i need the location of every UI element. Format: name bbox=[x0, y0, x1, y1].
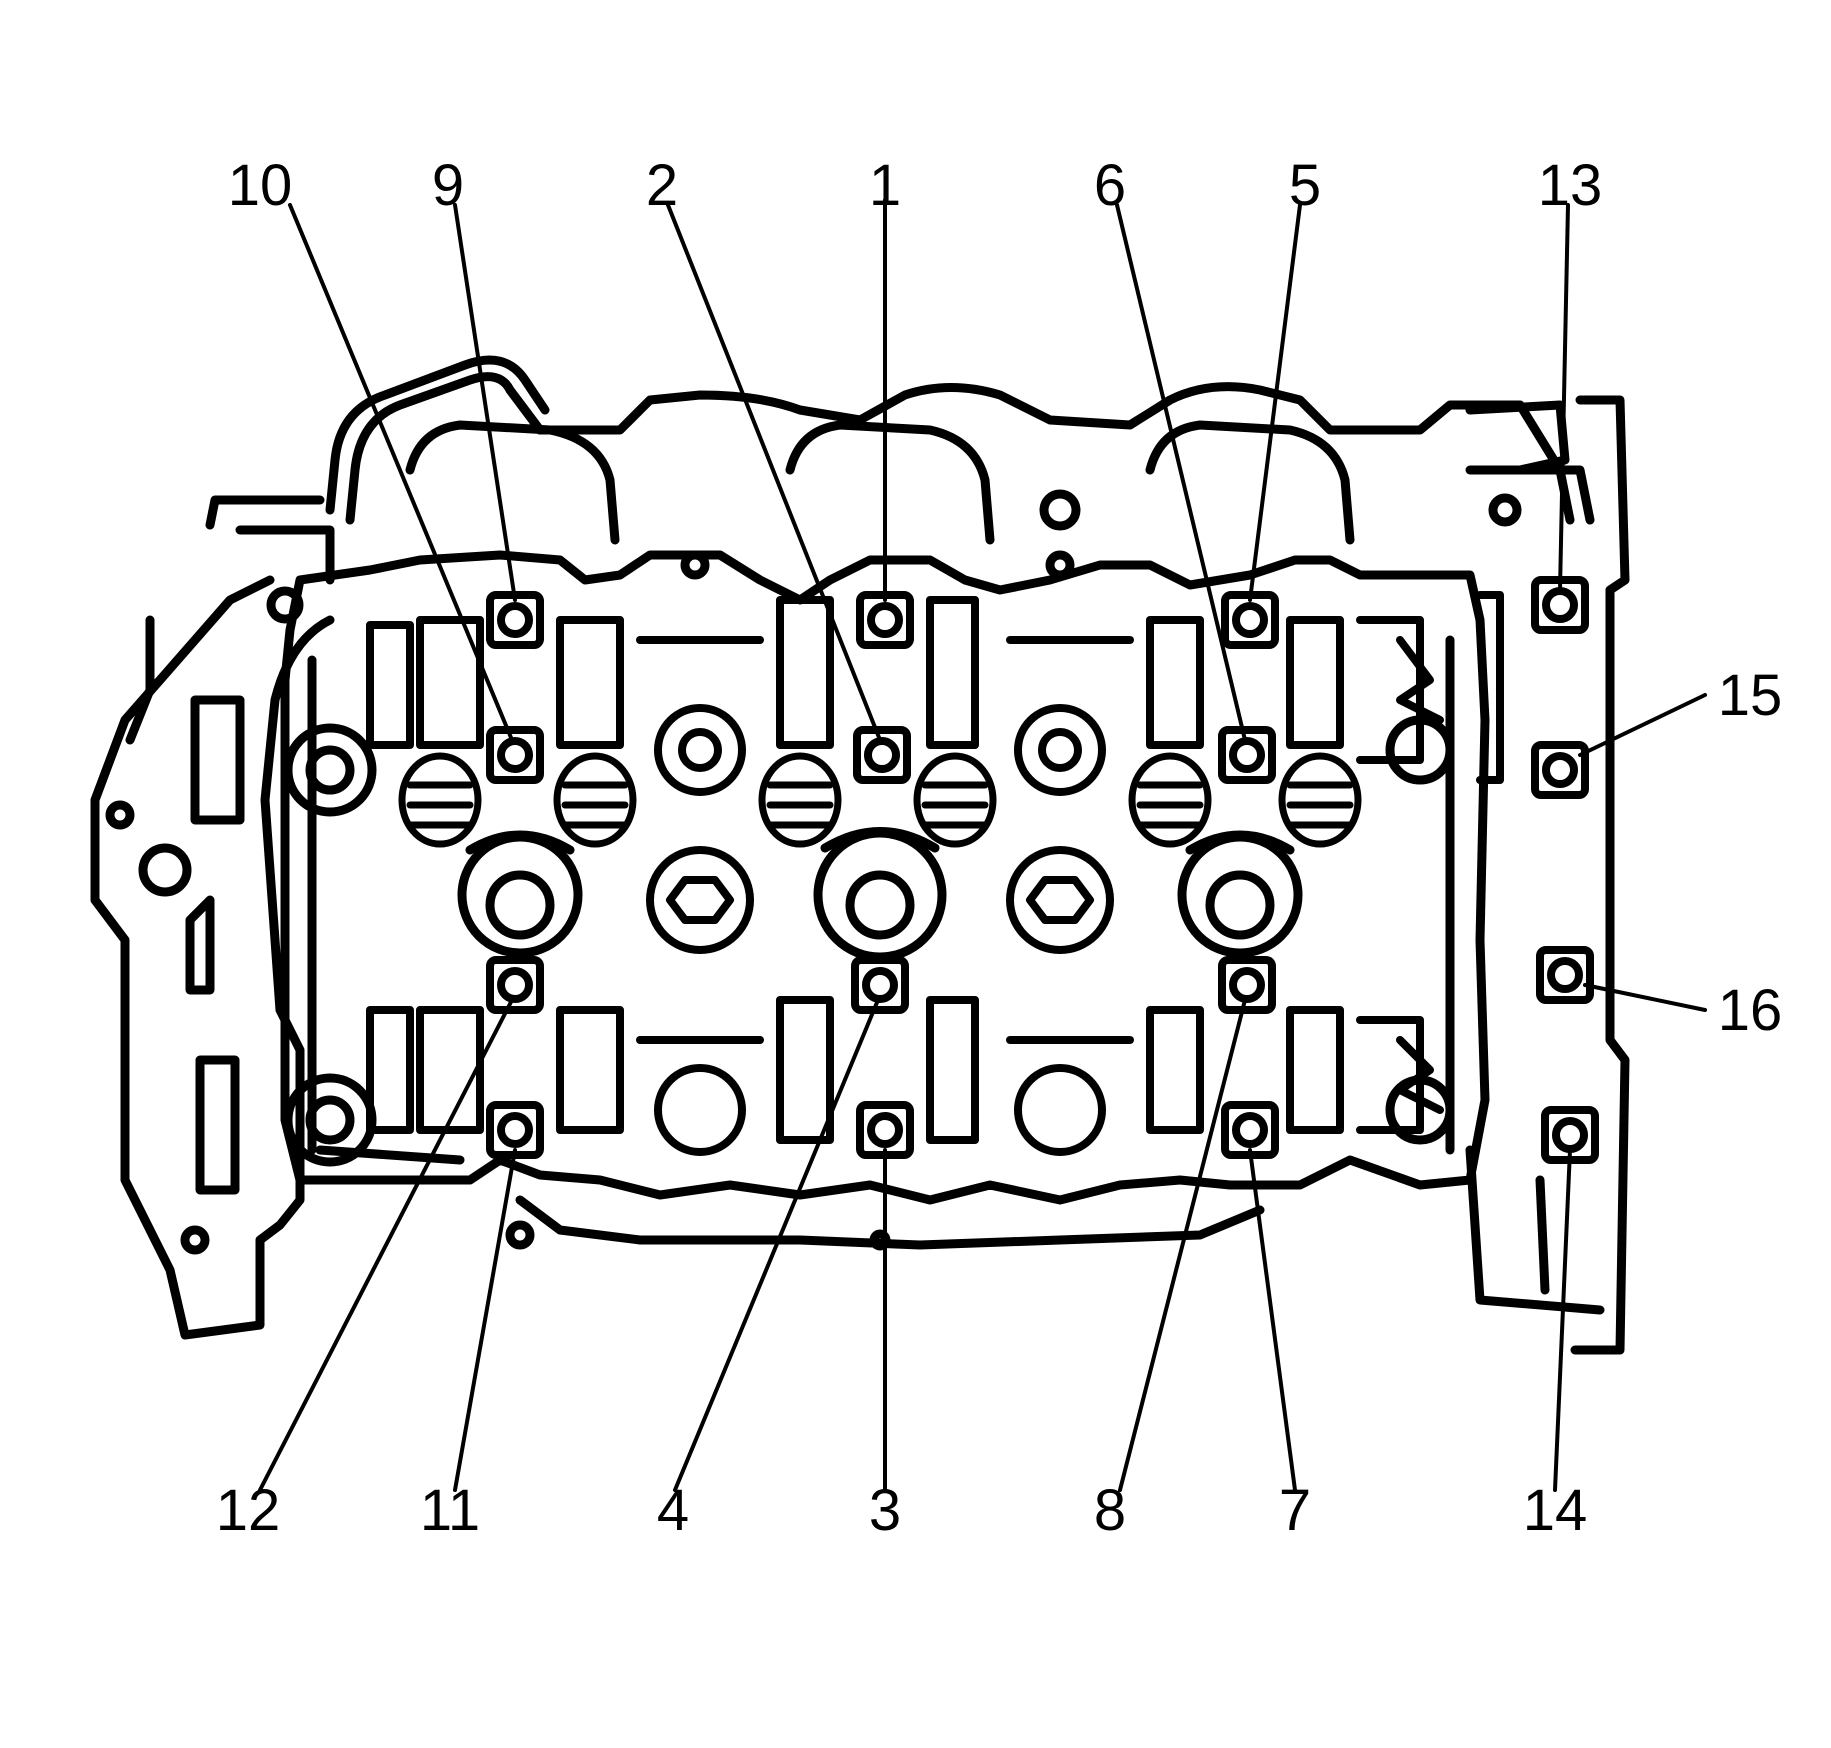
leader-10 bbox=[288, 203, 514, 742]
bolt-8 bbox=[1218, 956, 1276, 1014]
callout-9: 9 bbox=[432, 153, 464, 218]
callout-16: 16 bbox=[1718, 978, 1783, 1043]
intake-camshaft bbox=[366, 591, 1504, 784]
callout-labels: 1 2 3 4 5 6 7 8 9 10 11 12 13 14 15 16 bbox=[216, 153, 1783, 1543]
leader-5 bbox=[1248, 203, 1302, 602]
bolt-11 bbox=[486, 1101, 544, 1159]
callout-12: 12 bbox=[216, 1478, 281, 1543]
callout-1: 1 bbox=[869, 153, 901, 218]
callout-3: 3 bbox=[869, 1478, 901, 1543]
bolt-5 bbox=[1221, 591, 1279, 649]
callout-7: 7 bbox=[1279, 1478, 1311, 1543]
leader-4 bbox=[673, 998, 880, 1492]
camshaft-carrier-frame bbox=[280, 550, 1490, 1250]
leader-9 bbox=[453, 203, 517, 602]
callout-6: 6 bbox=[1094, 153, 1126, 218]
callout-15: 15 bbox=[1718, 663, 1783, 728]
bolt-7 bbox=[1221, 1101, 1279, 1159]
bolt-2 bbox=[853, 726, 911, 784]
hex-plugs bbox=[646, 704, 1114, 1156]
bolt-15 bbox=[1531, 741, 1589, 799]
mounting-holes bbox=[105, 489, 1522, 1255]
leader-7 bbox=[1248, 1148, 1297, 1492]
callout-leader-lines bbox=[258, 198, 1707, 1492]
bolt-9 bbox=[486, 591, 544, 649]
spark-plug-wells bbox=[457, 827, 1303, 962]
cam-cap-bolts bbox=[486, 576, 1599, 1164]
bolt-3 bbox=[856, 1101, 914, 1159]
leader-16 bbox=[1583, 983, 1707, 1012]
exhaust-camshaft bbox=[366, 996, 1444, 1144]
leader-13 bbox=[1558, 203, 1570, 592]
leader-15 bbox=[1578, 693, 1707, 757]
bolt-6 bbox=[1218, 726, 1276, 784]
bolt-16 bbox=[1536, 946, 1594, 1004]
bolt-10 bbox=[486, 726, 544, 784]
bolt-4 bbox=[851, 956, 909, 1014]
bolt-12 bbox=[486, 956, 544, 1014]
valve-springs bbox=[398, 752, 1362, 848]
leader-6 bbox=[1115, 203, 1247, 742]
leader-12 bbox=[258, 998, 514, 1492]
leader-8 bbox=[1118, 998, 1247, 1492]
callout-8: 8 bbox=[1094, 1478, 1126, 1543]
left-end-plate bbox=[90, 495, 335, 1340]
callout-14: 14 bbox=[1523, 1478, 1588, 1543]
callout-10: 10 bbox=[228, 153, 293, 218]
callout-5: 5 bbox=[1289, 153, 1321, 218]
callout-13: 13 bbox=[1538, 153, 1603, 218]
bolt-1 bbox=[856, 591, 914, 649]
leader-2 bbox=[666, 203, 882, 742]
callout-4: 4 bbox=[657, 1478, 689, 1543]
leader-11 bbox=[453, 1148, 517, 1492]
callout-11: 11 bbox=[420, 1478, 480, 1543]
callout-2: 2 bbox=[646, 153, 678, 218]
leader-14 bbox=[1553, 1148, 1572, 1492]
